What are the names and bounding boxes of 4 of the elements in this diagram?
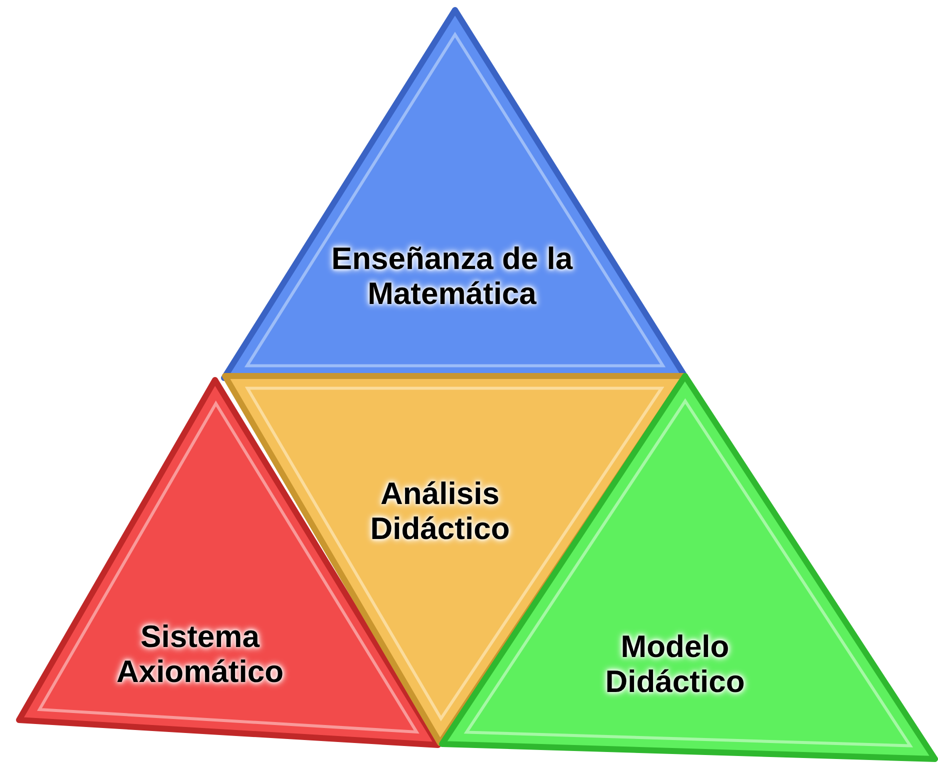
node-label: Análisis Didáctico [369,477,511,546]
node-label: Modelo Didáctico [604,630,746,700]
node-label: Sistema Axiomático [115,620,285,690]
node-label: Enseñanza de la Matemática [330,242,574,312]
